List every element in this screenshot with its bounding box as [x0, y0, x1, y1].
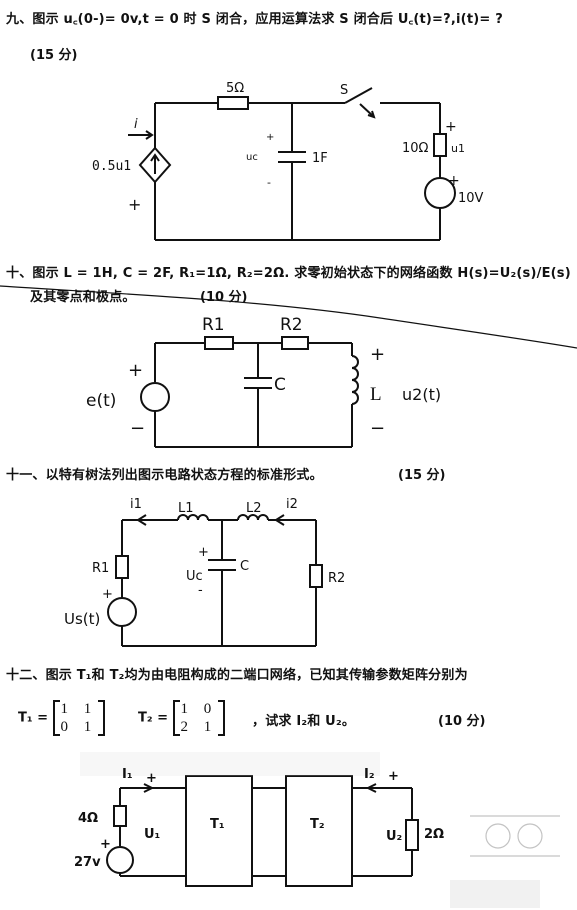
q12-score: (10 分): [438, 714, 486, 729]
q9-text: 九、图示 u꜀(0-)= 0v,t = 0 时 S 闭合，应用运算法求 S 闭合…: [6, 12, 503, 27]
t2-row-2: 2 1: [180, 719, 218, 735]
q12-two-port-t2: [285, 775, 353, 887]
q9-label-switch: S: [340, 83, 348, 98]
q12-label-t2box: T₂: [310, 817, 325, 832]
q10-label-minus-e: −: [130, 418, 145, 439]
q11-score: (15 分): [398, 468, 446, 483]
t1-label: T₁ =: [18, 710, 48, 726]
q11-voltage-source: [107, 597, 137, 627]
q9-label-10v: 10V: [458, 191, 484, 206]
q10-label-u2: u2(t): [402, 385, 441, 404]
q11-label-uc: Uc: [186, 569, 203, 584]
q12-label-t1box: T₁: [210, 817, 225, 832]
q9-label-cap: 1F: [312, 151, 328, 166]
q11-label-minus-c: -: [198, 583, 203, 598]
q10-label-c: C: [274, 375, 286, 395]
q11-circuit: [107, 514, 323, 647]
t2-label: T₂ =: [138, 710, 168, 726]
q9-resistor-10: [433, 133, 447, 157]
q11-label-r1: R1: [92, 561, 109, 576]
q9-label-r5: 5Ω: [226, 81, 244, 96]
q11-label-plus-s: +: [102, 587, 113, 602]
scan-noise: [80, 752, 540, 908]
q9-circuit: [138, 87, 456, 241]
q12-label-plus3: +: [100, 837, 111, 852]
q11-label-plus-c: +: [198, 545, 209, 560]
q10-inductor: [351, 355, 359, 405]
q9-label-i: i: [134, 117, 138, 132]
q11-label-c: C: [240, 559, 249, 574]
q12-label-i2: I₂: [364, 767, 375, 782]
t1-row-2: 0 1: [60, 719, 98, 735]
q10-text: 十、图示 L = 1H, C = 2F, R₁=1Ω, R₂=2Ω. 求零初始状…: [6, 266, 571, 281]
q9-label-plus-left: +: [128, 195, 141, 214]
q10-circuit: [140, 336, 359, 448]
q11-resistor-r1: [115, 555, 129, 579]
faint-background-circuits: [470, 815, 560, 857]
q10-label-l: L: [370, 384, 382, 405]
q11-label-r2: R2: [328, 571, 345, 586]
q12-label-i1: I₁: [122, 767, 133, 782]
q11-inductor-l2: [237, 514, 269, 521]
q11-label-i1: i1: [130, 497, 142, 512]
q12-label-u2: U₂: [386, 829, 402, 844]
t1-row-1: 1 1: [60, 701, 98, 717]
q12-label-u1: U₁: [144, 827, 160, 842]
q9-label-u1: u1: [451, 142, 465, 155]
q9-score: (15 分): [30, 48, 78, 63]
q9-label-plus-cap: +: [266, 132, 274, 143]
q12-matrix-t1: T₁ = 1 1 0 1: [18, 700, 106, 736]
q9-label-minus-cap: -: [267, 176, 271, 189]
q12-label-r4: 4Ω: [78, 811, 98, 826]
q11-inductor-l1: [177, 514, 209, 521]
q10-label-e: e(t): [86, 391, 116, 411]
paper-tear-line: [0, 285, 577, 349]
q9-label-uc: uc: [246, 152, 258, 163]
q10-label-r2: R2: [280, 315, 303, 335]
q12-label-plus1: +: [146, 771, 157, 786]
q10-voltage-source: [140, 382, 170, 412]
q9-label-plus-r: +: [445, 119, 457, 135]
q9-label-source: 0.5u1: [92, 159, 131, 174]
q9-resistor-5: [217, 96, 249, 110]
q12-ask: ，试求 I₂和 U₂。: [252, 714, 356, 729]
q12-resistor-4: [113, 805, 127, 827]
q12-label-plus2: +: [388, 769, 399, 784]
q12-resistor-2: [405, 819, 419, 851]
q11-label-l1: L1: [178, 501, 194, 516]
q12-circuit: [106, 775, 419, 887]
q9-label-plus-v: +: [448, 173, 460, 189]
q10-label-plus-e: +: [128, 360, 143, 381]
q11-label-l2: L2: [246, 501, 262, 516]
q9-label-r10: 10Ω: [402, 141, 429, 156]
q11-text: 十一、以特有树法列出图示电路状态方程的标准形式。: [6, 468, 323, 483]
q10-label-r1: R1: [202, 315, 225, 335]
q9-switch-blade: [344, 87, 373, 104]
q10-text2: 及其零点和极点。: [30, 290, 136, 305]
q12-two-port-t1: [185, 775, 253, 887]
q12-label-27v: 27v: [74, 855, 101, 870]
q10-label-minus-u: −: [370, 418, 385, 439]
t2-row-1: 1 0: [180, 701, 218, 717]
q11-label-i2: i2: [286, 497, 298, 512]
q12-text: 十二、图示 T₁和 T₂均为由电阻构成的二端口网络，已知其传输参数矩阵分别为: [6, 668, 468, 683]
q10-resistor-r2: [281, 336, 309, 350]
q10-resistor-r1: [204, 336, 234, 350]
q11-label-us: Us(t): [64, 610, 100, 628]
q10-label-plus-u: +: [370, 344, 385, 365]
q12-label-r2: 2Ω: [424, 827, 444, 842]
q11-resistor-r2: [309, 564, 323, 588]
q12-matrix-t2: T₂ = 1 0 2 1: [138, 700, 226, 736]
